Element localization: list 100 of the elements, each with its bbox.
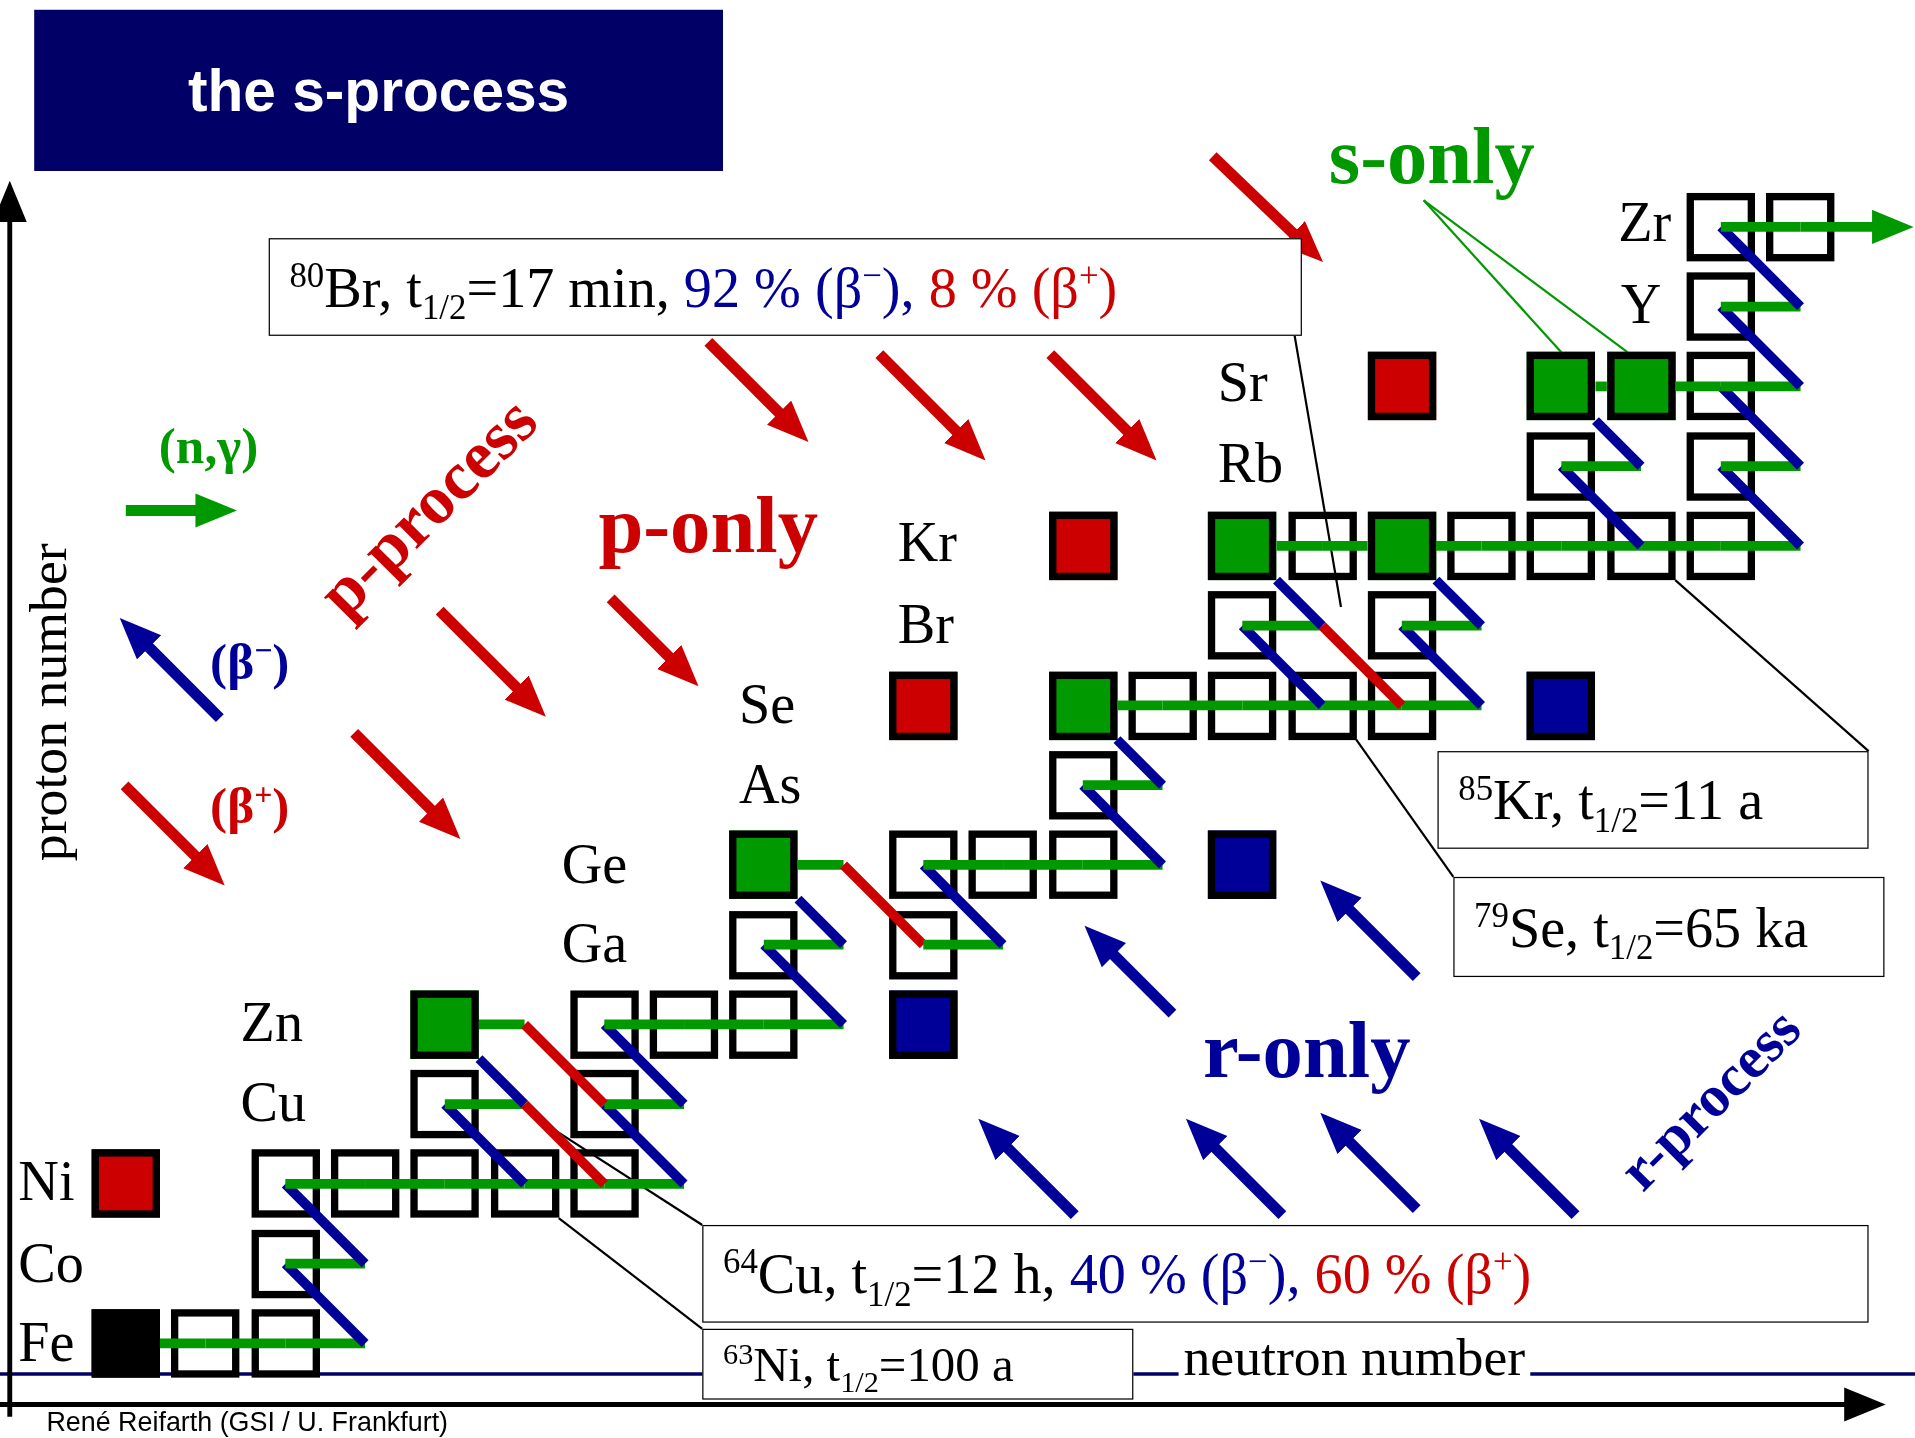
element-symbol: Rb <box>1217 433 1284 495</box>
reaction-line <box>1242 700 1323 711</box>
element-symbol: Y <box>1620 274 1662 337</box>
nuclide-box <box>410 990 479 1059</box>
reaction-line <box>365 1179 445 1189</box>
element-symbol: Cu <box>240 1071 307 1134</box>
half-life-note: $^{80}$Br, t$_{1/2}$=17 min, 92 % (β$^{−}$), 8 % (β$^{+}$) <box>289 254 1118 320</box>
nuclide-box <box>889 990 958 1059</box>
nuclide-box <box>1606 511 1676 581</box>
reaction-line <box>923 939 1004 950</box>
reaction-line <box>1720 461 1801 472</box>
reaction-line <box>1800 209 1914 244</box>
nuclide-box <box>968 830 1038 900</box>
leader-line <box>1293 335 1343 608</box>
half-life-note: $^{64}$Cu, t$_{1/2}$=12 h, 40 % (β$^{−}$), 60 % (β$^{+}$) <box>723 1241 1532 1307</box>
leader-line <box>558 1217 703 1330</box>
reaction-line <box>798 860 844 870</box>
nuclide-box <box>1686 431 1755 501</box>
reaction-line <box>1401 620 1482 631</box>
reaction-line <box>1720 381 1801 392</box>
nuclide-box <box>1128 671 1197 740</box>
reaction-line <box>1242 620 1323 631</box>
reaction-line <box>1322 541 1368 551</box>
nuclide-box <box>490 1149 559 1219</box>
reaction-line <box>479 1019 525 1030</box>
element-symbol: Ge <box>561 833 628 896</box>
nuclide-box <box>330 1149 400 1219</box>
nuclide-box <box>1287 671 1357 740</box>
element-symbol: Br <box>897 594 954 657</box>
nuclide-box <box>1686 272 1755 341</box>
nuclide-box <box>729 910 798 979</box>
nuclide-box <box>410 1149 479 1219</box>
info-box <box>268 238 1302 336</box>
reaction-line <box>160 1338 206 1349</box>
reaction-line <box>521 1020 608 1108</box>
half-life-note: $^{85}$Kr, t$_{1/2}$=11 a <box>1458 767 1764 833</box>
nuclide-box <box>1686 192 1755 262</box>
nuclide-box <box>729 990 798 1059</box>
nuclide-box <box>889 671 958 740</box>
info-box <box>1437 751 1869 849</box>
element-symbol: Se <box>738 673 796 736</box>
nuclide-box <box>251 1149 320 1219</box>
nuclide-box <box>1367 511 1436 581</box>
reaction-line <box>1561 541 1642 551</box>
nuclide-box <box>1527 352 1596 421</box>
reaction-line <box>923 860 1004 870</box>
reaction-line <box>1273 576 1326 630</box>
nuclide-box <box>1606 352 1676 421</box>
reaction-line <box>1675 381 1721 392</box>
half-life-note: $^{63}$Ni, t$_{1/2}$=100 a <box>723 1335 1014 1393</box>
reaction-line <box>1117 700 1163 711</box>
reaction-line <box>1641 541 1721 551</box>
nuclide-box <box>570 1069 639 1139</box>
element-symbol: Kr <box>897 512 957 575</box>
reaction-line <box>1113 736 1166 789</box>
nuclide-box <box>1527 671 1596 740</box>
reaction-line <box>285 1338 366 1349</box>
nuclide-box <box>1527 431 1596 501</box>
nuclide-box <box>1208 591 1277 660</box>
nuclide-box <box>1048 671 1117 740</box>
legend-label: (n,γ) <box>158 416 259 476</box>
nuclide-box <box>1766 192 1835 262</box>
nuclide-box <box>251 1229 320 1298</box>
leader-line <box>1674 579 1870 752</box>
nuclide-box <box>1447 511 1516 581</box>
info-box <box>702 1224 1869 1323</box>
reaction-line <box>1162 700 1243 711</box>
nuclide-box <box>251 1309 320 1378</box>
nuclide-box <box>1208 671 1277 740</box>
legend-label: (β$^{−}$) <box>210 632 290 692</box>
reaction-line <box>794 895 847 949</box>
reaction-line <box>1082 860 1163 870</box>
reaction-line <box>1082 780 1163 791</box>
nuclide-box <box>649 990 719 1059</box>
nuclide-box <box>1208 511 1277 581</box>
category-label: s-only <box>1328 112 1586 201</box>
reaction-line <box>1318 622 1406 709</box>
reaction-line <box>1276 541 1323 551</box>
element-symbol: Co <box>18 1233 84 1295</box>
element-symbol: Fe <box>18 1312 75 1375</box>
title-text: the s-process <box>188 57 570 124</box>
nuclide-box <box>91 1309 160 1378</box>
element-symbol: Ni <box>18 1151 75 1214</box>
info-box <box>1453 876 1885 978</box>
element-symbol: Zr <box>1618 192 1672 255</box>
nuclide-box <box>729 830 798 900</box>
nuclide-box <box>570 1149 639 1219</box>
nuclide-box <box>1367 671 1436 740</box>
reaction-line <box>285 1179 366 1189</box>
reaction-line <box>840 861 927 949</box>
reaction-line <box>524 1179 605 1189</box>
reaction-line <box>604 1019 685 1030</box>
nuclide-box <box>889 910 958 979</box>
element-symbol: Sr <box>1217 352 1268 415</box>
reaction-line <box>604 1179 685 1189</box>
reaction-line <box>1322 700 1402 711</box>
nuclide-box <box>1527 511 1596 581</box>
reaction-line <box>521 1100 608 1188</box>
leader-line <box>1423 199 1629 354</box>
nuclide-box <box>1208 830 1277 900</box>
